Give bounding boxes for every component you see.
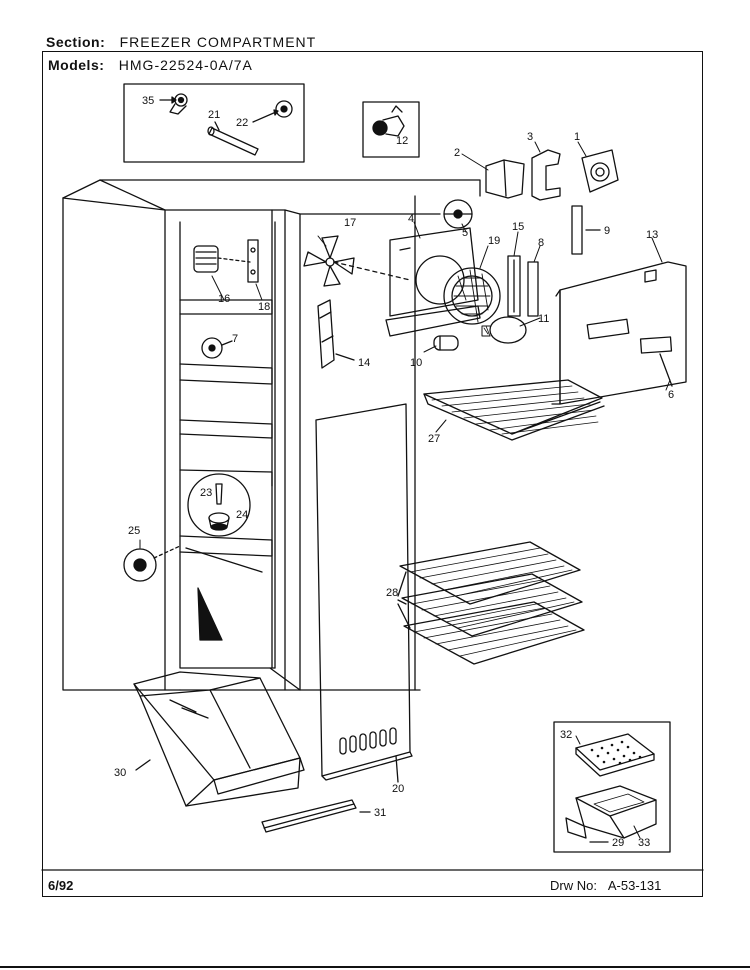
callout-35: 35 bbox=[142, 95, 154, 107]
inset-circle-23-24 bbox=[187, 473, 251, 537]
models-line: Models: HMG-22524-0A/7A bbox=[48, 57, 253, 73]
drawing-number-label: Drw No: bbox=[550, 878, 597, 893]
callout-23: 23 bbox=[200, 487, 212, 499]
callout-1: 1 bbox=[574, 131, 580, 143]
callout-13: 13 bbox=[646, 229, 658, 241]
inset-box-hardware bbox=[123, 83, 305, 163]
callout-29: 29 bbox=[612, 837, 624, 849]
callout-5: 5 bbox=[462, 227, 468, 239]
shelf-27-shape bbox=[423, 379, 605, 441]
part-13-shape bbox=[551, 261, 687, 405]
callout-16: 16 bbox=[218, 293, 230, 305]
callout-14: 14 bbox=[358, 357, 370, 369]
callout-27: 27 bbox=[428, 433, 440, 445]
models-label: Models: bbox=[48, 57, 105, 73]
drawing-number-value: A-53-131 bbox=[607, 878, 662, 893]
section-line: Section: FREEZER COMPARTMENT bbox=[46, 34, 316, 50]
duct-vents bbox=[339, 727, 397, 755]
part-1-shape bbox=[581, 149, 619, 193]
part-9-shape bbox=[571, 205, 601, 255]
part-15-shape bbox=[507, 255, 521, 317]
section-value: FREEZER COMPARTMENT bbox=[119, 34, 317, 50]
part-11-shape bbox=[481, 316, 527, 344]
callout-11: 11 bbox=[538, 313, 549, 325]
callout-18: 18 bbox=[258, 301, 270, 313]
inset-box-part-12 bbox=[362, 101, 420, 158]
callout-10: 10 bbox=[410, 357, 422, 369]
part-17-shape bbox=[303, 235, 411, 287]
shelf-28-upper bbox=[399, 541, 581, 605]
callout-12: 12 bbox=[396, 135, 408, 147]
callout-22: 22 bbox=[236, 117, 248, 129]
callout-31: 31 bbox=[374, 807, 386, 819]
part-4-shape bbox=[385, 227, 481, 337]
callout-17: 17 bbox=[344, 217, 356, 229]
callout-labels: 1 2 3 4 5 6 7 8 9 10 11 12 13 14 15 16 1… bbox=[114, 95, 674, 849]
callout-8: 8 bbox=[538, 237, 544, 249]
callout-9: 9 bbox=[604, 225, 610, 237]
section-label: Section: bbox=[46, 34, 106, 50]
part-21-shape bbox=[207, 121, 259, 156]
shelf-28-middle bbox=[401, 573, 583, 637]
shelf-28-lower bbox=[403, 601, 585, 665]
callout-2: 2 bbox=[454, 147, 460, 159]
callout-20: 20 bbox=[392, 783, 404, 795]
revision-date: 6/92 bbox=[48, 878, 74, 893]
part-29-shape bbox=[565, 817, 609, 843]
part-31-shape bbox=[261, 799, 371, 833]
callout-32: 32 bbox=[560, 729, 572, 741]
cabinet-shell bbox=[62, 179, 481, 691]
part-5-shape bbox=[443, 199, 473, 229]
leader-lines bbox=[139, 141, 671, 839]
part-30-shape bbox=[133, 671, 305, 807]
callout-19: 19 bbox=[488, 235, 500, 247]
part-32-shape bbox=[575, 733, 655, 777]
part-8-shape bbox=[527, 261, 539, 317]
part-2-shape bbox=[485, 159, 525, 199]
callout-6: 6 bbox=[668, 389, 674, 401]
part-14-shape bbox=[317, 299, 355, 369]
callout-21: 21 bbox=[208, 109, 220, 121]
diagram-frame bbox=[42, 51, 703, 897]
callout-30: 30 bbox=[114, 767, 126, 779]
callout-33: 33 bbox=[638, 837, 650, 849]
callout-3: 3 bbox=[527, 131, 533, 143]
callout-4: 4 bbox=[408, 213, 414, 225]
models-value: HMG-22524-0A/7A bbox=[118, 57, 253, 73]
callout-24: 24 bbox=[236, 509, 248, 521]
part-10-shape bbox=[433, 335, 459, 351]
part-16-shape bbox=[193, 245, 251, 273]
inset-box-ice-bin bbox=[553, 721, 671, 853]
page-bottom-rule bbox=[0, 966, 750, 968]
part-35-shape bbox=[159, 93, 188, 115]
part-7-shape bbox=[201, 337, 233, 359]
drawing-number-line: Drw No: A-53-131 bbox=[550, 878, 661, 893]
part-20-shape bbox=[315, 403, 413, 783]
part-22-shape bbox=[252, 100, 293, 123]
inset-circle-25 bbox=[123, 545, 181, 582]
part-19-shape bbox=[443, 267, 501, 325]
callout-28: 28 bbox=[386, 587, 398, 599]
part-33-shape bbox=[575, 785, 657, 839]
left-shelf-rails bbox=[179, 299, 273, 641]
callout-25: 25 bbox=[128, 525, 140, 537]
callout-15: 15 bbox=[512, 221, 524, 233]
part-3-shape bbox=[531, 149, 561, 201]
callout-7: 7 bbox=[232, 333, 238, 345]
part-18-shape bbox=[247, 239, 259, 283]
